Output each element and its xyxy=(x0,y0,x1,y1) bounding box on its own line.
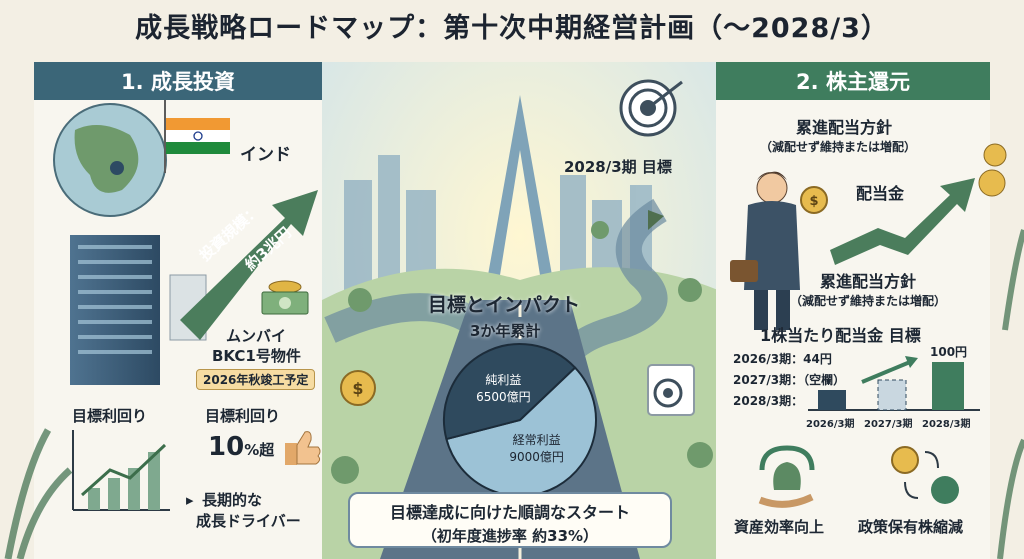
yield-mini-chart xyxy=(72,430,170,511)
dps-title: 1株当たり配当金 目標 xyxy=(760,326,921,345)
dps-bar-chart xyxy=(808,356,980,411)
bar-category-2028: 2028/3期 xyxy=(922,419,971,430)
coin-pin-icon: $ xyxy=(340,370,376,406)
cross-shareholding-label: 政策保有株縮減 xyxy=(858,518,964,536)
policy-title-2: 累進配当方針 xyxy=(820,272,917,291)
policy-title: 累進配当方針 xyxy=(796,118,893,137)
asset-efficiency-label: 資産効率向上 xyxy=(734,518,825,536)
coin-stack-icon xyxy=(978,143,1007,197)
money-icon xyxy=(261,280,309,315)
impact-subtitle: 3か年累計 xyxy=(470,322,541,340)
dps-row-2028: 2028/3期： xyxy=(733,392,803,409)
pie-slice xyxy=(443,343,577,441)
dps-row-period: 2026/3期： xyxy=(733,352,804,366)
project-name: BKC1号物件 xyxy=(212,347,301,365)
svg-text:$: $ xyxy=(352,379,363,398)
driver-arrow: ▸ xyxy=(186,491,194,509)
yield-suffix: %超 xyxy=(244,441,275,459)
flag-icon xyxy=(648,210,664,230)
impact-pie-chart: 経常利益 9000億円 純利益 6500億円 xyxy=(443,343,597,497)
cross-shareholding-icon xyxy=(891,446,959,504)
dividend-growth-arrow xyxy=(830,178,975,265)
businessman-icon xyxy=(730,171,800,330)
bar-category-2027: 2027/3期 xyxy=(864,419,913,430)
target-period-label: 2028/3期 目標 xyxy=(564,158,672,176)
landmark-tower xyxy=(488,95,552,275)
banner-line2: （初年度進捗率 約33%） xyxy=(421,527,599,545)
pie-slice-label: 経常利益 xyxy=(513,433,561,447)
bar-2028 xyxy=(932,362,964,410)
bar-2026 xyxy=(818,390,846,410)
dps-row-2027: 2027/3期：（空欄） xyxy=(733,371,845,388)
dps-row-2026: 2026/3期：44円 xyxy=(733,350,832,367)
coin-icon: $ xyxy=(800,186,828,214)
dps-row-value: 44円 xyxy=(803,352,832,366)
trees xyxy=(331,221,713,484)
india-flag-icon xyxy=(164,93,230,173)
yield-chart-label: 目標利回り xyxy=(72,407,148,425)
pie-slice-value: 9000億円 xyxy=(509,450,564,464)
pie-slice-label: 純利益 xyxy=(485,373,521,387)
dps-row-period: 2027/3期： xyxy=(733,373,804,387)
bar-category-2026: 2026/3期 xyxy=(806,419,855,430)
yield-value: 10 xyxy=(208,432,245,462)
dps-row-period: 2028/3期： xyxy=(733,394,804,408)
globe-icon xyxy=(53,103,167,217)
progress-banner: 目標達成に向けた順調なスタート （初年度進捗率 約33%） xyxy=(348,492,672,548)
thumbs-up-icon xyxy=(285,431,321,465)
bar-2027 xyxy=(877,379,907,411)
panel-header-shareholder-return: 2. 株主還元 xyxy=(716,62,990,100)
bar-top-label: 100円 xyxy=(930,345,968,359)
yield-value-block: 10%超 xyxy=(208,432,274,462)
yield-label: 目標利回り xyxy=(205,407,281,425)
impact-title: 目標とインパクト xyxy=(428,294,581,316)
project-city: ムンバイ xyxy=(226,327,287,345)
pie-slice-value: 6500億円 xyxy=(476,390,531,404)
banner-line1: 目標達成に向けた順調なスタート xyxy=(389,503,630,522)
project-completion-badge: 2026年秋竣工予定 xyxy=(196,369,316,390)
dps-row-value: （空欄） xyxy=(803,373,846,387)
pie-slice xyxy=(445,366,597,497)
growth-arrow xyxy=(180,190,318,340)
money-bag-icon xyxy=(758,445,815,508)
target-card-icon xyxy=(647,364,695,416)
target-icon xyxy=(619,79,683,137)
dividend-label: 配当金 xyxy=(856,184,905,203)
svg-text:$: $ xyxy=(809,194,818,209)
driver-line2: 成長ドライバー xyxy=(196,512,301,530)
driver-line1: 長期的な xyxy=(202,491,263,509)
country-label: インド xyxy=(240,145,291,165)
panel-header-growth-investment: 1. 成長投資 xyxy=(34,62,322,100)
policy-note: （減配せず維持または増配） xyxy=(760,140,917,154)
page-title: 成長戦略ロードマップ：第十次中期経営計画（〜2028/3） xyxy=(135,12,889,44)
policy-note-2: （減配せず維持または増配） xyxy=(790,294,947,308)
